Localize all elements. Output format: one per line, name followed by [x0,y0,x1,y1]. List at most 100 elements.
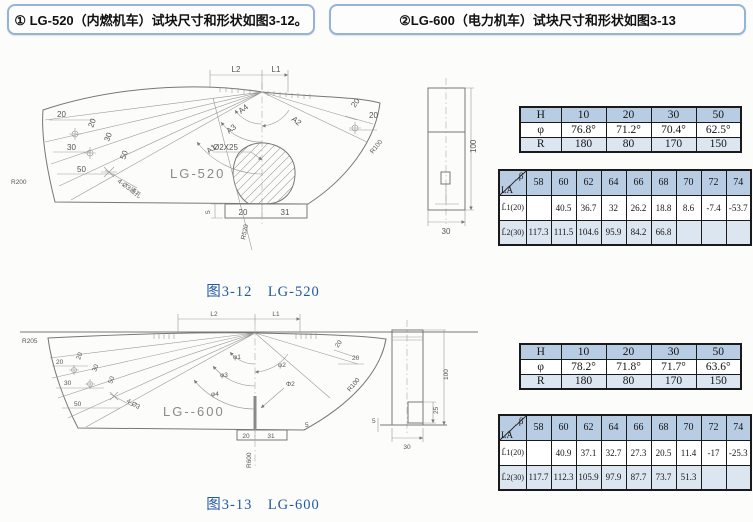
header-box-lg600-text: ②LG-600（电力机车）试块尺寸和形状如图3-13 [399,13,676,28]
table-cell: 58 [525,169,552,196]
table-cell: 10 [560,106,607,123]
table-cell [525,194,552,221]
table-cell: 20 [605,343,652,360]
header-box-lg520-text: ① LG-520（内燃机车）试块尺寸和形状如图3-12。 [14,13,308,28]
table-cell: 112.3 [550,464,577,491]
lg520-angle-table: H 10 20 30 50 φ 76.8° 71.2° 70.4° 62.5° … [519,106,742,153]
dim-label-l2: L2 [232,65,241,74]
dim-label-height: 100 [469,139,478,153]
table-cell: 64 [600,169,627,196]
dim-label: 30 [67,143,76,152]
table-cell: 72 [700,414,727,441]
table-cell: H [519,343,562,360]
table-cell: 117.3 [525,219,552,246]
table-cell: 62.5° [695,121,742,138]
table-cell: 97.9 [600,464,627,491]
table-cell: 95.9 [600,219,627,246]
lg600-beta-table: β LA 58 60 62 64 66 68 70 72 74 L̂1(20) … [498,414,752,491]
table-cell: 27.3 [625,439,652,466]
lg600-angle-table: H 10 20 30 50 φ 78.2° 71.8° 71.7° 63.6° … [519,343,742,390]
dim-label-r600: R600 [246,452,253,468]
dim-label: 30 [102,131,114,143]
table-cell: 117.7 [525,464,552,491]
table-cell: φ [519,358,562,375]
header-box-lg520: ① LG-520（内燃机车）试块尺寸和形状如图3-12。 [7,4,315,35]
table-cell: 8.6 [675,194,702,221]
lg600-drawing: φ1 φ3 φ4 φ2 Φ2 L2 L1 R205 20 20 30 30 50… [8,311,488,468]
corner-beta-label: β [518,416,524,426]
table-corner-cell: β LA [498,414,527,441]
figure-caption-3-12: 图3-12 LG-520 [206,284,320,300]
table-cell: 68 [650,414,677,441]
lg600-bottom-step [237,430,287,440]
table-cell: 66.8 [650,219,677,246]
dim-label: 50 [118,149,130,161]
lg520-drawing: A4 A3 A1 A2 L2 L1 Ø2X25 20 20 30 30 50 5… [11,65,478,288]
dim-label-width: 30 [442,227,451,236]
lg520-scale-ticks [220,87,310,99]
table-cell: 78.2° [560,358,607,375]
table-cell: 30 [650,106,697,123]
dim-label: 50 [74,401,82,408]
table-cell: R [519,373,562,390]
dim-label-holes: 4-Ø3 [125,398,141,411]
table-cell: 80 [605,373,652,390]
table-cell: 32.7 [600,439,627,466]
dim-label-f1: φ1 [233,354,241,361]
table-cell [675,219,702,246]
lg600-scale-ticks [154,333,316,339]
dim-label-slot: Φ2 [286,381,295,388]
dim-label: 20 [86,117,98,129]
corner-beta-label: β [518,171,524,181]
dim-label: 20 [352,355,360,362]
dim-label: 5 [372,418,376,425]
table-cell: R [519,136,562,153]
table-cell: 70 [675,414,702,441]
table-cell: 51.3 [675,464,702,491]
table-cell: 180 [560,136,607,153]
table-cell: 40.5 [550,194,577,221]
table-cell [725,464,752,491]
dim-label-f3: φ3 [220,372,228,379]
dim-label: 20 [75,351,84,361]
table-cell: 170 [650,373,697,390]
dim-label: 31 [281,208,290,217]
table-cell: -53.7 [725,194,752,221]
table-cell: 58 [525,414,552,441]
table-cell: 111.5 [550,219,577,246]
table-cell: 11.4 [675,439,702,466]
table-cell: 50 [695,343,742,360]
lg520-beam-lines [45,92,367,200]
dim-label-holes: 4-Ø3通孔 [116,176,144,200]
table-row-label: L̂1(20) [498,194,527,221]
table-cell: 64 [600,414,627,441]
table-cell: 50 [695,106,742,123]
dim-label: 20 [57,110,66,119]
header-box-lg600: ②LG-600（电力机车）试块尺寸和形状如图3-13 [329,4,746,35]
table-cell: -7.4 [700,194,727,221]
dim-label-l2: L2 [210,311,218,318]
dim-label: 50 [107,375,116,385]
table-cell: 66 [625,414,652,441]
table-cell: 73.7 [650,464,677,491]
table-cell: 20 [605,106,652,123]
dim-label: 20 [56,359,64,366]
dim-label-r100: R100 [346,377,362,394]
table-cell: H [519,106,562,123]
figure-caption-3-13: 图3-13 LG-600 [206,497,320,513]
table-cell: 104.6 [575,219,602,246]
table-cell: 62 [575,169,602,196]
table-cell: 74 [725,414,752,441]
table-cell [525,439,552,466]
dim-label-a3: A3 [225,122,239,135]
dim-label: 20 [334,339,344,349]
table-cell: 180 [560,373,607,390]
dim-label-width: 30 [403,444,411,451]
dim-label: 30 [91,363,100,373]
dim-label-f4: φ4 [211,391,219,398]
table-cell: 80 [605,136,652,153]
table-cell: 87.7 [625,464,652,491]
table-cell: 70.4° [650,121,697,138]
table-cell: 72 [700,169,727,196]
table-cell: 76.8° [560,121,607,138]
